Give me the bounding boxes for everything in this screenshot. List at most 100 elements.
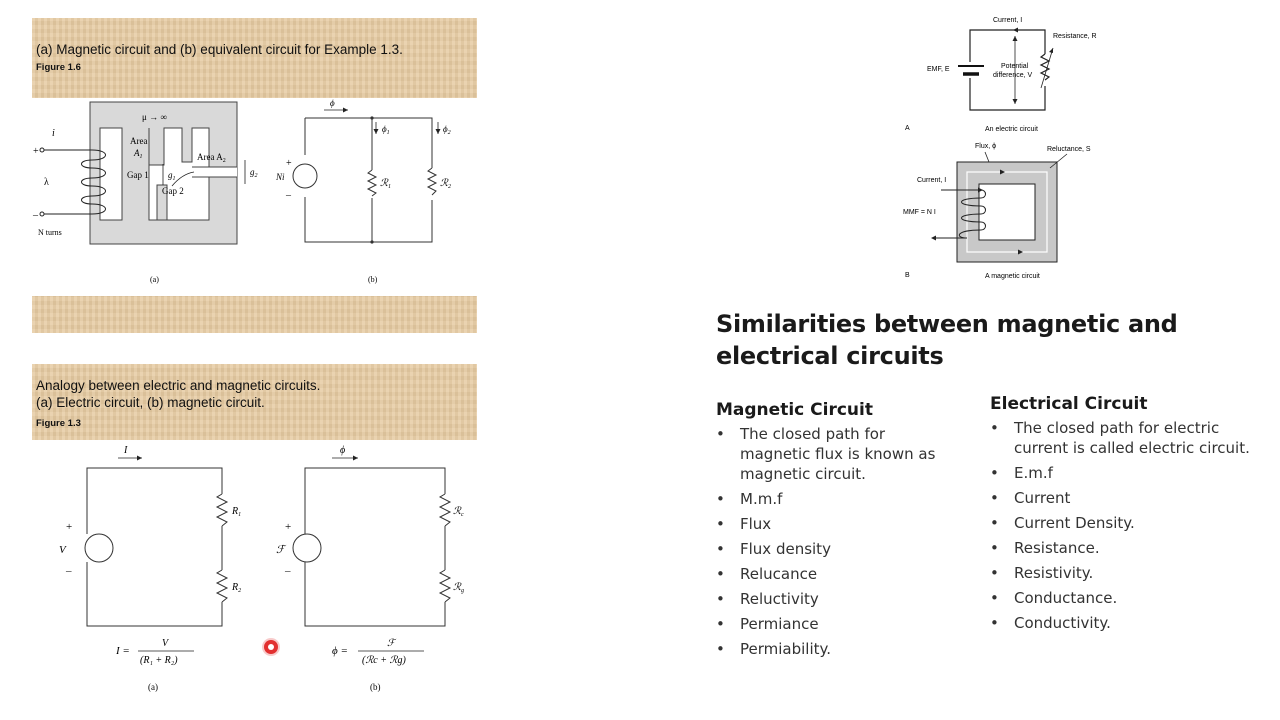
figure-1-6-title: (a) Magnetic circuit and (b) equivalent … (36, 42, 403, 57)
mu-label: μ → ∞ (142, 112, 167, 122)
caption-a: An electric circuit (985, 126, 1038, 133)
minus-sign: – (32, 210, 39, 221)
emf-label: EMF, E (927, 66, 950, 73)
reluctance-label: Reluctance, S (1047, 146, 1091, 153)
figure-1-6-label: Figure 1.6 (36, 62, 81, 73)
figure-1-6-diagram: μ → ∞ Area A1 Gap 1 g1 Gap 2 Area A2 g2 … (32, 98, 477, 296)
list-item: Resistance. (990, 538, 1250, 558)
g2-label: g2 (250, 167, 258, 179)
flux-eq-num: ℱ (387, 638, 397, 649)
lambda-label: λ (44, 177, 49, 188)
caption-b: A magnetic circuit (985, 273, 1040, 280)
magnetic-circuit-diagram: μ → ∞ Area A1 Gap 1 g1 Gap 2 Area A2 g2 … (32, 98, 451, 284)
g1-label: g1 (168, 170, 176, 182)
list-item: The closed path for magnetic flux is kno… (716, 424, 956, 484)
current-label: Current, I (993, 17, 1022, 24)
voltage-source-label: V (59, 544, 67, 556)
coil-winding (42, 149, 106, 215)
electrical-heading: Electrical Circuit (990, 394, 1148, 414)
n-turns-label: N turns (38, 228, 62, 237)
figure-1-3-diagram: I + – V R1 R2 I = V (R₁ + R₂) (a) ϕ + – … (32, 440, 477, 696)
mmf-label: MMF = N I (903, 209, 936, 216)
list-item: Resistivity. (990, 563, 1250, 583)
magnetic-circuit-column: Magnetic Circuit The closed path for mag… (716, 400, 956, 664)
list-item: E.m.f (990, 463, 1250, 483)
area1-symbol: A1 (133, 148, 143, 160)
r1-label: ℛ1 (380, 178, 391, 190)
list-item: Flux density (716, 539, 956, 559)
list-item: Flux (716, 514, 956, 534)
source-minus: – (285, 190, 292, 201)
current-i-label: i (52, 128, 55, 139)
ohm-eq-den: (R₁ + R₂) (140, 655, 178, 666)
electric-circuit-a (969, 29, 1051, 111)
label-b: B (905, 272, 910, 279)
list-item: Current Density. (990, 513, 1250, 533)
area1-label: Area (130, 136, 148, 146)
caption-a: (a) (150, 275, 159, 284)
figure-1-3-panel: Analogy between electric and magnetic ci… (32, 364, 477, 696)
list-item: The closed path for electric current is … (990, 418, 1250, 458)
area2-label: Area A2 (197, 152, 226, 164)
analogy-diagram: I + – V R1 R2 I = V (R₁ + R₂) (a) ϕ + – … (59, 445, 464, 692)
r1-label: R1 (231, 506, 241, 518)
ohm-eq-lhs: I = (115, 645, 130, 657)
rg-label: ℛg (453, 582, 464, 594)
electric-magnetic-circuit-diagram: Current, I Resistance, R EMF, E Potentia… (903, 17, 1097, 280)
similarities-title-line2: electrical circuits (716, 342, 944, 370)
figure-1-3-label: Figure 1.3 (36, 418, 81, 429)
flux-eq-den: (ℛc + ℛg) (362, 655, 406, 666)
magnetic-plus: + (285, 521, 291, 533)
flux-label: ϕ (340, 445, 345, 456)
potential-label-line2: difference, V (993, 72, 1033, 79)
electrical-circuit-column: Electrical Circuit The closed path for e… (990, 394, 1250, 638)
magnetic-list: The closed path for magnetic flux is kno… (716, 424, 956, 659)
caption-b: (b) (368, 275, 378, 284)
similarities-title: Similarities between magnetic and electr… (716, 308, 1196, 372)
ni-source-label: Ni (275, 172, 285, 182)
current-label: I (123, 445, 128, 456)
gap1-label: Gap 1 (127, 170, 149, 180)
figure-1-3-title-line1: Analogy between electric and magnetic ci… (36, 378, 321, 393)
current2-label: Current, I (917, 177, 946, 184)
rc-label: ℛc (453, 506, 464, 518)
plus-sign: + (33, 146, 39, 157)
electric-minus: – (65, 565, 72, 577)
list-item: Conductivity. (990, 613, 1250, 633)
resistance-label: Resistance, R (1053, 33, 1097, 40)
magnetic-minus: – (284, 565, 291, 577)
pointer-marker-icon (264, 640, 278, 654)
electrical-list: The closed path for electric current is … (990, 418, 1250, 633)
source-plus: + (286, 158, 292, 169)
similarities-title-line1: Similarities between magnetic and (716, 310, 1178, 338)
gap2-label: Gap 2 (162, 186, 184, 196)
list-item: Permiance (716, 614, 956, 634)
caption-b: (b) (370, 682, 381, 692)
ohm-eq-num: V (162, 638, 170, 649)
equivalent-circuit (304, 117, 438, 243)
magnetic-coil (935, 189, 986, 239)
electric-circuit (86, 467, 229, 627)
electric-plus: + (66, 521, 72, 533)
caption-a: (a) (148, 682, 158, 692)
list-item: Current (990, 488, 1250, 508)
potential-label-line1: Potential (1001, 63, 1029, 70)
list-item: Relucance (716, 564, 956, 584)
list-item: Permiability. (716, 639, 956, 659)
figure-1-3-title-line2: (a) Electric circuit, (b) magnetic circu… (36, 395, 265, 410)
phi2-label: ϕ2 (443, 124, 451, 136)
magnetic-heading: Magnetic Circuit (716, 400, 873, 420)
magnetic-core (956, 161, 1058, 263)
list-item: Reluctivity (716, 589, 956, 609)
list-item: Conductance. (990, 588, 1250, 608)
figure-1-6-panel: (a) Magnetic circuit and (b) equivalent … (32, 18, 477, 333)
flux-label: Flux, ϕ (975, 143, 996, 150)
r2-label: R2 (231, 582, 241, 594)
flux-label: ϕ (330, 98, 335, 108)
label-a: A (905, 125, 910, 132)
mmf-source-label: ℱ (276, 544, 287, 556)
r2-label: ℛ2 (440, 178, 451, 190)
list-item: M.m.f (716, 489, 956, 509)
phi1-label: ϕ1 (382, 124, 390, 136)
flux-eq-lhs: ϕ = (332, 645, 348, 657)
